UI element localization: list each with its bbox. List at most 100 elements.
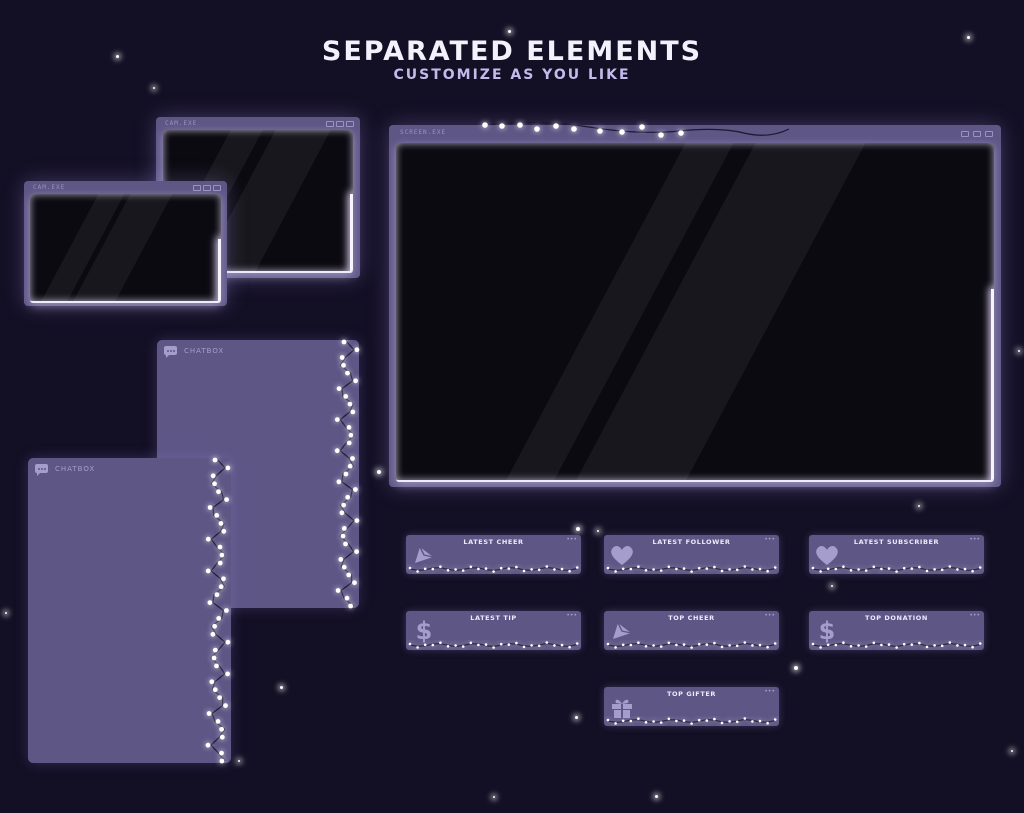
light-bulb (216, 616, 222, 621)
light-bulb (507, 567, 511, 570)
light-bulb (887, 643, 891, 646)
light-bulb (819, 646, 822, 649)
light-bulb (895, 570, 898, 573)
close-icon[interactable] (346, 121, 354, 127)
minimize-icon[interactable] (326, 121, 334, 127)
alert-label: LATEST CHEER (463, 538, 524, 546)
light-bulb (522, 645, 526, 649)
light-bulb (350, 456, 355, 461)
light-bulb (553, 644, 556, 647)
light-bulb (705, 719, 709, 722)
light-bulb (225, 671, 231, 677)
light-bulb (606, 718, 610, 722)
light-bulb (218, 521, 224, 526)
cam-screen (30, 194, 221, 303)
light-bulb (530, 644, 533, 647)
light-bulb (629, 643, 633, 647)
alert-string-lights (408, 565, 579, 573)
alert-label: TOP CHEER (668, 614, 715, 622)
alert-menu-icon[interactable]: ••• (566, 612, 577, 619)
light-wire (812, 642, 981, 648)
alert-top-cheer[interactable]: TOP CHEER ••• (604, 611, 779, 650)
light-bulb (206, 711, 212, 716)
light-bulb (350, 409, 356, 415)
window-controls[interactable] (326, 121, 354, 127)
light-bulb (743, 717, 747, 720)
alert-menu-icon[interactable]: ••• (764, 612, 775, 619)
minimize-icon[interactable] (961, 131, 969, 137)
light-bulb (461, 569, 465, 572)
chat-bubble-icon (35, 464, 48, 476)
maximize-icon[interactable] (203, 185, 211, 191)
light-bulb (218, 584, 224, 590)
cheer-icon (609, 619, 635, 643)
alert-latest-subscriber[interactable]: LATEST SUBSCRIBER ••• (809, 535, 984, 574)
light-bulb (948, 565, 952, 568)
dollar-icon: $ (814, 619, 840, 643)
alert-latest-tip[interactable]: LATEST TIP ••• $ (406, 611, 581, 650)
cam-window-large[interactable]: CAM.EXE (156, 117, 360, 278)
light-bulb (212, 687, 218, 693)
light-bulb (205, 568, 211, 574)
light-bulb (743, 641, 747, 644)
light-bulb (212, 623, 218, 629)
light-bulb (971, 645, 974, 649)
cheer-icon (411, 543, 437, 567)
light-bulb (575, 642, 579, 645)
light-bulb (758, 567, 762, 571)
light-bulb (849, 645, 853, 648)
cam-window-small[interactable]: CAM.EXE (24, 181, 227, 306)
string-lights-vertical (334, 339, 360, 609)
light-bulb (347, 401, 353, 407)
light-bulb (735, 644, 739, 648)
alert-label: TOP GIFTER (666, 690, 717, 698)
light-bulb (348, 603, 353, 609)
window-controls[interactable] (961, 131, 993, 137)
light-bulb (614, 570, 617, 573)
chatbox-panel-front[interactable]: CHATBOX (28, 457, 231, 764)
alert-menu-icon[interactable]: ••• (969, 536, 980, 543)
light-bulb (720, 645, 724, 649)
light-bulb (773, 566, 777, 569)
light-bulb (652, 644, 655, 647)
light-bulb (219, 758, 225, 764)
light-bulb (219, 552, 225, 558)
light-bulb (880, 643, 883, 647)
alert-menu-icon[interactable]: ••• (566, 536, 577, 543)
alert-menu-icon[interactable]: ••• (764, 536, 775, 543)
page-title: SEPARATED ELEMENTS (321, 36, 703, 67)
light-bulb (221, 576, 226, 582)
light-bulb (826, 643, 830, 647)
gift-icon (609, 695, 635, 719)
light-bulb (758, 643, 762, 647)
alert-menu-icon[interactable]: ••• (764, 688, 775, 695)
alert-latest-follower[interactable]: LATEST FOLLOWER ••• (604, 535, 779, 574)
window-controls[interactable] (193, 185, 221, 191)
alert-string-lights (408, 641, 579, 649)
maximize-icon[interactable] (336, 121, 344, 127)
light-bulb (644, 721, 648, 724)
alert-menu-icon[interactable]: ••• (969, 612, 980, 619)
maximize-icon[interactable] (973, 131, 981, 137)
light-bulb (971, 569, 974, 573)
light-bulb (214, 592, 220, 598)
chatbox-header: CHATBOX (35, 464, 95, 476)
light-bulb (652, 568, 655, 571)
alert-latest-cheer[interactable]: LATEST CHEER ••• (406, 535, 581, 574)
star (655, 795, 658, 798)
light-bulb (553, 123, 559, 129)
alert-top-gifter[interactable]: TOP GIFTER ••• (604, 687, 779, 726)
screen-window[interactable]: SCREEN.EXE (389, 121, 1001, 487)
light-bulb (956, 568, 959, 571)
light-bulb (354, 518, 360, 523)
light-bulb (659, 645, 663, 648)
light-bulb (864, 645, 868, 648)
light-bulb (811, 642, 815, 646)
close-icon[interactable] (985, 131, 993, 137)
close-icon[interactable] (213, 185, 221, 191)
alert-top-donation[interactable]: TOP DONATION ••• $ (809, 611, 984, 650)
minimize-icon[interactable] (193, 185, 201, 191)
light-bulb (499, 642, 503, 646)
light-bulb (346, 425, 352, 430)
light-bulb (621, 719, 625, 723)
